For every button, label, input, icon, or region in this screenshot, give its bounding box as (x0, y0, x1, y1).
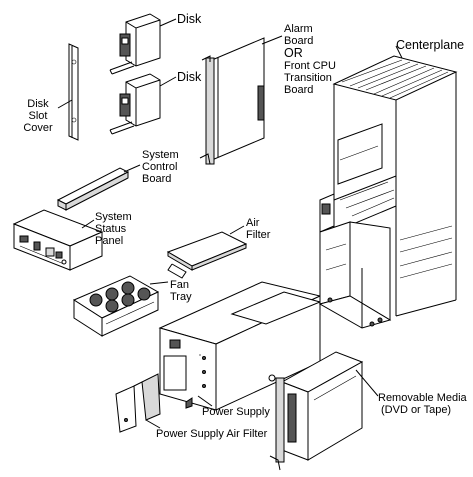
label-disk-slot-cover-line: Disk (27, 98, 49, 110)
system-status-panel-drawing (12, 209, 104, 271)
label-disk-middle: Disk (177, 70, 202, 84)
removable-media-drawing (268, 351, 364, 471)
label-system-status-panel-line: Status (95, 223, 127, 235)
label-fan-tray-line: Tray (170, 291, 192, 303)
label-air-filter-line: Air (246, 217, 260, 229)
label-system-control-board-line: Board (142, 173, 171, 185)
label-alarm-board-line: Board (284, 35, 313, 47)
label-alarm-board-line: Alarm (284, 23, 313, 35)
label-power-supply-air-filter: Power Supply Air Filter (156, 428, 268, 440)
label-system-status-panel-line: System (95, 211, 132, 223)
power-supply-air-filter-drawing (115, 373, 161, 433)
label-alarm-board-line: OR (284, 46, 303, 60)
alarm-board-drawing (199, 37, 265, 165)
label-fan-tray-line: Fan (170, 279, 189, 291)
fan-tray-drawing (72, 275, 160, 337)
label-system-control-board: System Control Board (142, 149, 179, 185)
disk-slot-cover-drawing (68, 43, 79, 141)
power-supply-drawing (158, 281, 322, 411)
system-control-board-drawing (56, 167, 130, 211)
label-alarm-board-line: Front CPU (284, 60, 336, 72)
disk-top-drawing (109, 13, 161, 75)
label-fan-tray: Fan Tray (170, 279, 192, 303)
label-disk-slot-cover-line: Cover (23, 122, 53, 134)
label-disk-slot-cover-line: Slot (29, 110, 48, 122)
label-system-control-board-line: System (142, 149, 179, 161)
label-disk-top: Disk (177, 12, 202, 26)
label-air-filter-line: Filter (246, 229, 271, 241)
label-system-status-panel-line: Panel (95, 235, 123, 247)
disk-middle-drawing (109, 73, 161, 135)
label-alarm-board-line: Board (284, 84, 313, 96)
label-alarm-board: Alarm Board OR Front CPU Transition Boar… (284, 23, 336, 96)
label-disk-slot-cover: Disk Slot Cover (23, 98, 53, 134)
label-removable-media-line: Removable Media (378, 392, 468, 404)
label-alarm-board-line: Transition (284, 72, 332, 84)
label-system-status-panel: System Status Panel (95, 211, 132, 247)
label-removable-media: Removable Media (DVD or Tape) (378, 392, 468, 416)
centerplane-chassis-drawing (318, 55, 458, 329)
label-power-supply: Power Supply (202, 406, 270, 418)
label-system-control-board-line: Control (142, 161, 177, 173)
label-air-filter: Air Filter (246, 217, 271, 241)
label-centerplane: Centerplane (396, 38, 464, 52)
air-filter-drawing (166, 231, 248, 279)
label-removable-media-line: (DVD or Tape) (381, 404, 451, 416)
